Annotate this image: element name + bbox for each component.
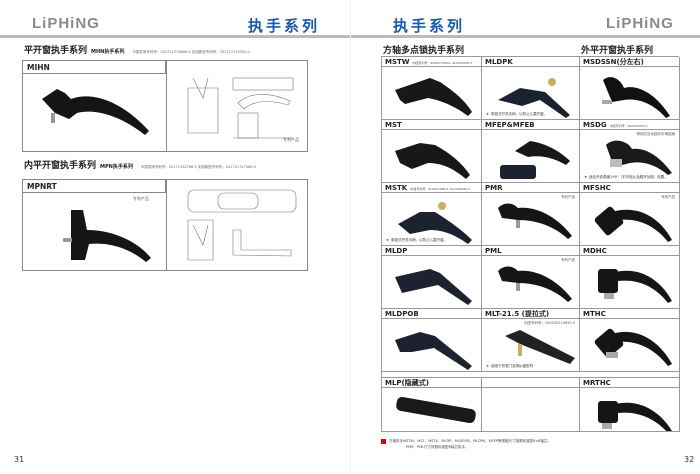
product-cell: MTHC [580,309,680,372]
model-label: MLT-21.5 (提拉式) [482,309,579,319]
star-icon: ★ [486,364,490,368]
model-label [482,378,579,388]
brand-logo: LiPHiNG [606,15,674,32]
handle-image [598,269,672,303]
patent-number: 中国专利号：ZL0030050.X [609,124,648,128]
handle-image [500,141,570,179]
handle-image [395,269,472,305]
page-number: 31 [14,455,25,464]
product-note: ★适合开启角度190°（平开锁止及超开功能）设置。 [584,175,668,179]
product-cell: MLT-21.5 (提拉式) 中国专利号：200330119650.0 ★适用于折叠… [482,309,580,372]
patent-tag: 专利产品 [133,196,149,201]
model-label: MST [382,120,481,130]
handle-image [63,210,151,262]
product-tag: 专利产品 [561,195,575,199]
product-tag: 带闭式自动锁向手柄插销 [636,132,676,136]
divider [351,35,700,38]
section-heading-outward-casement: 外平开窗执手系列 [581,46,654,56]
handle-image [42,89,149,135]
model-label: MSDSSN(分左右) [580,57,679,67]
handle-image [395,78,472,116]
model-label: MLDPOB [382,309,481,319]
model-label: MDHC [580,246,679,256]
product-tag: 专利产品 [661,195,675,199]
product-cell [482,378,580,432]
handle-image [606,140,672,175]
model-label: MTHC [580,309,679,319]
model-label: MLP(隐藏式) [382,378,481,388]
handle-image [498,266,572,302]
model-label: MLDPK [482,57,579,67]
product-panel-mpnrt: MPNRT 专利产品 [22,179,308,271]
model-label: PML [482,246,579,256]
divider [0,35,350,38]
product-cell: MLP(隐藏式) [382,378,482,432]
product-tag: 中国专利号：200330119650.0 [523,321,575,325]
product-note: ★适用于折叠门及带纱窗型材 [486,364,534,368]
product-cell: PML 专利产品 [482,246,580,309]
model-label: MIHN [23,61,166,74]
handle-image [594,206,672,242]
product-panel-mihn: MIHN 专利产品 [22,60,308,152]
product-cell: MSDSSN(分左右) [580,57,680,120]
product-cell: MST [382,120,482,183]
star-icon: ★ [584,175,588,179]
page-number: 32 [684,455,695,464]
product-cell: PMR 专利产品 [482,183,580,246]
handle-image [594,328,672,366]
brand-logo: LiPHiNG [32,15,100,32]
product-note: ★带锁式开关手柄，以防止儿童开窗。 [386,238,448,242]
handle-image [598,401,672,431]
product-tag: 专利产品 [561,258,575,262]
model-label: MPNRT [23,180,166,193]
handle-image [395,332,472,370]
model-label: MFSHC [580,183,679,193]
star-icon: ★ [386,238,390,242]
star-icon: ★ [486,112,490,116]
product-cell: MFSHC 专利产品 [580,183,680,246]
technical-drawing [187,189,297,261]
product-cell: MLDPOB [382,309,482,372]
product-cell: MLDPK ★带锁式开关手柄，以防止儿童开窗。 [482,57,580,120]
model-label: MRTHC [580,378,679,388]
page-title: 执手系列 [248,17,321,35]
handle-image [396,396,476,424]
product-cell: MRTHC [580,378,680,432]
product-note: ★带锁式开关手柄，以防止儿童开窗。 [486,112,548,116]
product-cell: MLDP [382,246,482,309]
technical-drawing [187,77,294,139]
footnote: 方轴执手MSTW、MST、MSTK、MLDP、MLDPOB、MLDPK、MFEP… [381,438,551,450]
handle-image [602,77,670,118]
handle-image [505,330,575,364]
handle-image [498,203,572,239]
model-label: MFEP&MFEB [482,120,579,130]
page-title: 执手系列 [393,17,466,35]
handle-image [395,143,470,179]
product-cell: MFEP&MFEB [482,120,580,183]
model-label: PMR [482,183,579,193]
patent-tag: 专利产品 [283,137,299,142]
handle-image [398,202,472,244]
model-label: MLDP [382,246,481,256]
product-cell: MDHC [580,246,680,309]
patent-number: 中国专利号：ZL9507586.0, ZL0030050.X [412,61,473,65]
patent-number: 中国专利号：ZL9507586.0, ZL0030050.X [410,187,471,191]
handle-image [498,78,570,118]
section-heading-square-spindle: 方轴多点锁执手系列 [383,46,465,56]
